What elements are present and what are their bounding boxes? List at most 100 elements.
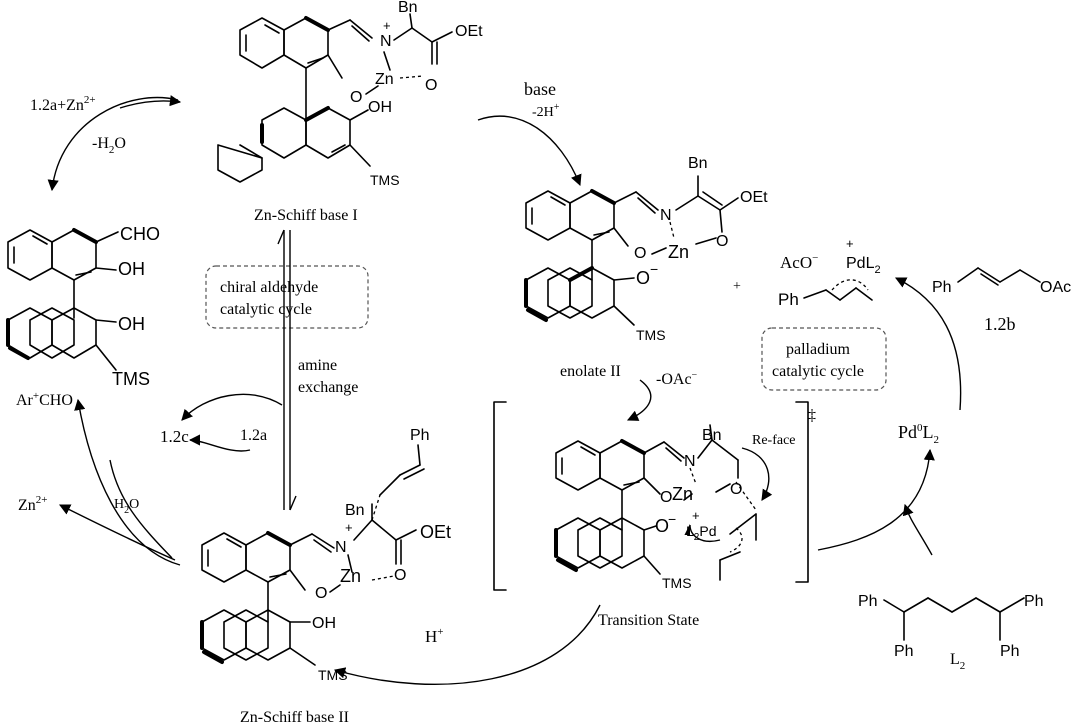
atom-bn: Bn <box>702 427 722 444</box>
atom-oh: OH <box>118 259 145 279</box>
atom-zn: Zn <box>668 242 689 262</box>
atom-pdl2: PdL2 <box>846 255 881 276</box>
label-exchange: exchange <box>298 379 358 396</box>
label-re-face: Re-face <box>752 433 796 448</box>
ligand-structure <box>883 597 1025 641</box>
atom-o: O <box>394 567 406 584</box>
atom-ph: Ph <box>410 427 430 444</box>
label-acetate: AcO− <box>780 252 818 272</box>
transition-state-structure <box>554 424 757 581</box>
atom-bn: Bn <box>345 502 365 519</box>
zn-schiff-base-2-structure <box>200 444 425 666</box>
atom-oet: OEt <box>455 23 483 40</box>
label-reagent-12a: 1.2a <box>240 427 267 444</box>
atom-ph: Ph <box>894 643 914 660</box>
label-reagent-12a-zn: 1.2a+Zn2+ <box>30 94 96 114</box>
arrow-ligand-in <box>902 503 933 556</box>
pi-allyl-structure <box>803 279 873 301</box>
label-minus-2h: -2H+ <box>532 102 560 120</box>
atom-o: O <box>716 233 728 250</box>
chiral-cycle-line-2: catalytic cycle <box>220 301 312 318</box>
charge-minus: − <box>650 261 658 277</box>
arrow-deprotonation <box>477 115 582 187</box>
atom-ph: Ph <box>858 593 878 610</box>
label-allyl-acetate: 1.2b <box>984 314 1016 334</box>
label-product-12c: 1.2c <box>160 427 189 446</box>
palladium-cycle-box <box>761 327 887 391</box>
atom-oet: OEt <box>740 189 768 206</box>
label-ligand: L2 <box>950 651 965 672</box>
label-zn-schiff-base-2: Zn-Schiff base II <box>240 709 349 726</box>
label-h-plus: H+ <box>425 626 444 646</box>
charge-plus: + <box>692 508 700 523</box>
arrow-re-face-attack <box>741 447 773 501</box>
transition-state-bracket <box>493 401 809 591</box>
label-enolate: enolate II <box>560 363 621 380</box>
charge-minus: − <box>668 511 676 527</box>
atom-zn: Zn <box>375 71 394 88</box>
label-water: H2O <box>114 497 139 516</box>
atom-o: O <box>350 89 362 106</box>
charge-plus: + <box>383 18 391 33</box>
label-amine: amine <box>298 357 337 374</box>
atom-tms: TMS <box>112 369 150 389</box>
atom-ph: Ph <box>932 279 952 296</box>
pd-cycle-line-2: catalytic cycle <box>772 363 864 380</box>
label-ar-cho-prefix: Ar+CHO <box>16 390 73 409</box>
atom-bn: Bn <box>688 155 708 172</box>
atom-tms: TMS <box>370 172 400 188</box>
atom-tms: TMS <box>636 327 666 343</box>
label-zn-schiff-base-1: Zn-Schiff base I <box>254 207 358 224</box>
arrow-hydrolysis-1 <box>74 398 181 566</box>
atom-bn: Bn <box>398 0 418 16</box>
enolate-2-structure <box>524 175 739 326</box>
atom-o: O <box>660 489 672 506</box>
atom-ph: Ph <box>1000 643 1020 660</box>
label-base: base <box>524 79 556 99</box>
atom-o: O <box>730 481 742 498</box>
arrow-oxidative-addition <box>894 277 962 411</box>
arrow-zn-release <box>58 504 176 561</box>
plus-sign: + <box>733 279 741 294</box>
atom-oh: OH <box>118 314 145 334</box>
arrow-to-12c <box>181 393 283 421</box>
arrow-protonation <box>333 604 601 685</box>
pd-cycle-line-1: palladium <box>786 341 851 358</box>
atom-ph: Ph <box>778 290 799 309</box>
atom-o: O <box>425 77 437 94</box>
atom-n: N <box>335 539 347 556</box>
atom-n: N <box>684 453 696 470</box>
arrow-pd-regeneration <box>817 448 935 551</box>
atom-oac: OAc <box>1040 279 1071 296</box>
atom-tms: TMS <box>318 667 348 683</box>
arrow-pd-departure <box>684 523 721 542</box>
atom-zn: Zn <box>340 566 361 586</box>
arrow-acetate-loss <box>626 379 652 421</box>
arrow-reagent-in <box>119 95 182 109</box>
atom-oh: OH <box>368 99 392 116</box>
atom-n: N <box>380 33 392 50</box>
atom-o: O <box>655 516 669 536</box>
atom-ph: Ph <box>1024 593 1044 610</box>
arrow-hydrolysis-2 <box>109 459 173 559</box>
label-water-loss: -H2O <box>92 135 126 156</box>
atom-o: O <box>634 245 646 262</box>
atom-oet: OEt <box>420 522 451 542</box>
atom-cho: CHO <box>120 224 160 244</box>
atom-o: O <box>636 268 650 288</box>
cinnamyl-acetate-structure <box>957 267 1041 286</box>
atom-zn: Zn <box>672 484 693 504</box>
atom-l2pd: L2Pd <box>686 523 716 543</box>
label-pd0l2: Pd0L2 <box>898 422 939 446</box>
label-dagger: ‡ <box>808 407 816 424</box>
chiral-cycle-line-1: chiral aldehyde <box>220 279 318 296</box>
atom-o: O <box>315 585 327 602</box>
label-transition-state: Transition State <box>598 612 699 629</box>
zn-schiff-base-1-structure <box>217 13 453 183</box>
atom-tms: TMS <box>662 575 692 591</box>
arrow-condensation <box>47 96 179 192</box>
arrow-12c-release <box>188 434 251 452</box>
atom-n: N <box>660 207 672 224</box>
